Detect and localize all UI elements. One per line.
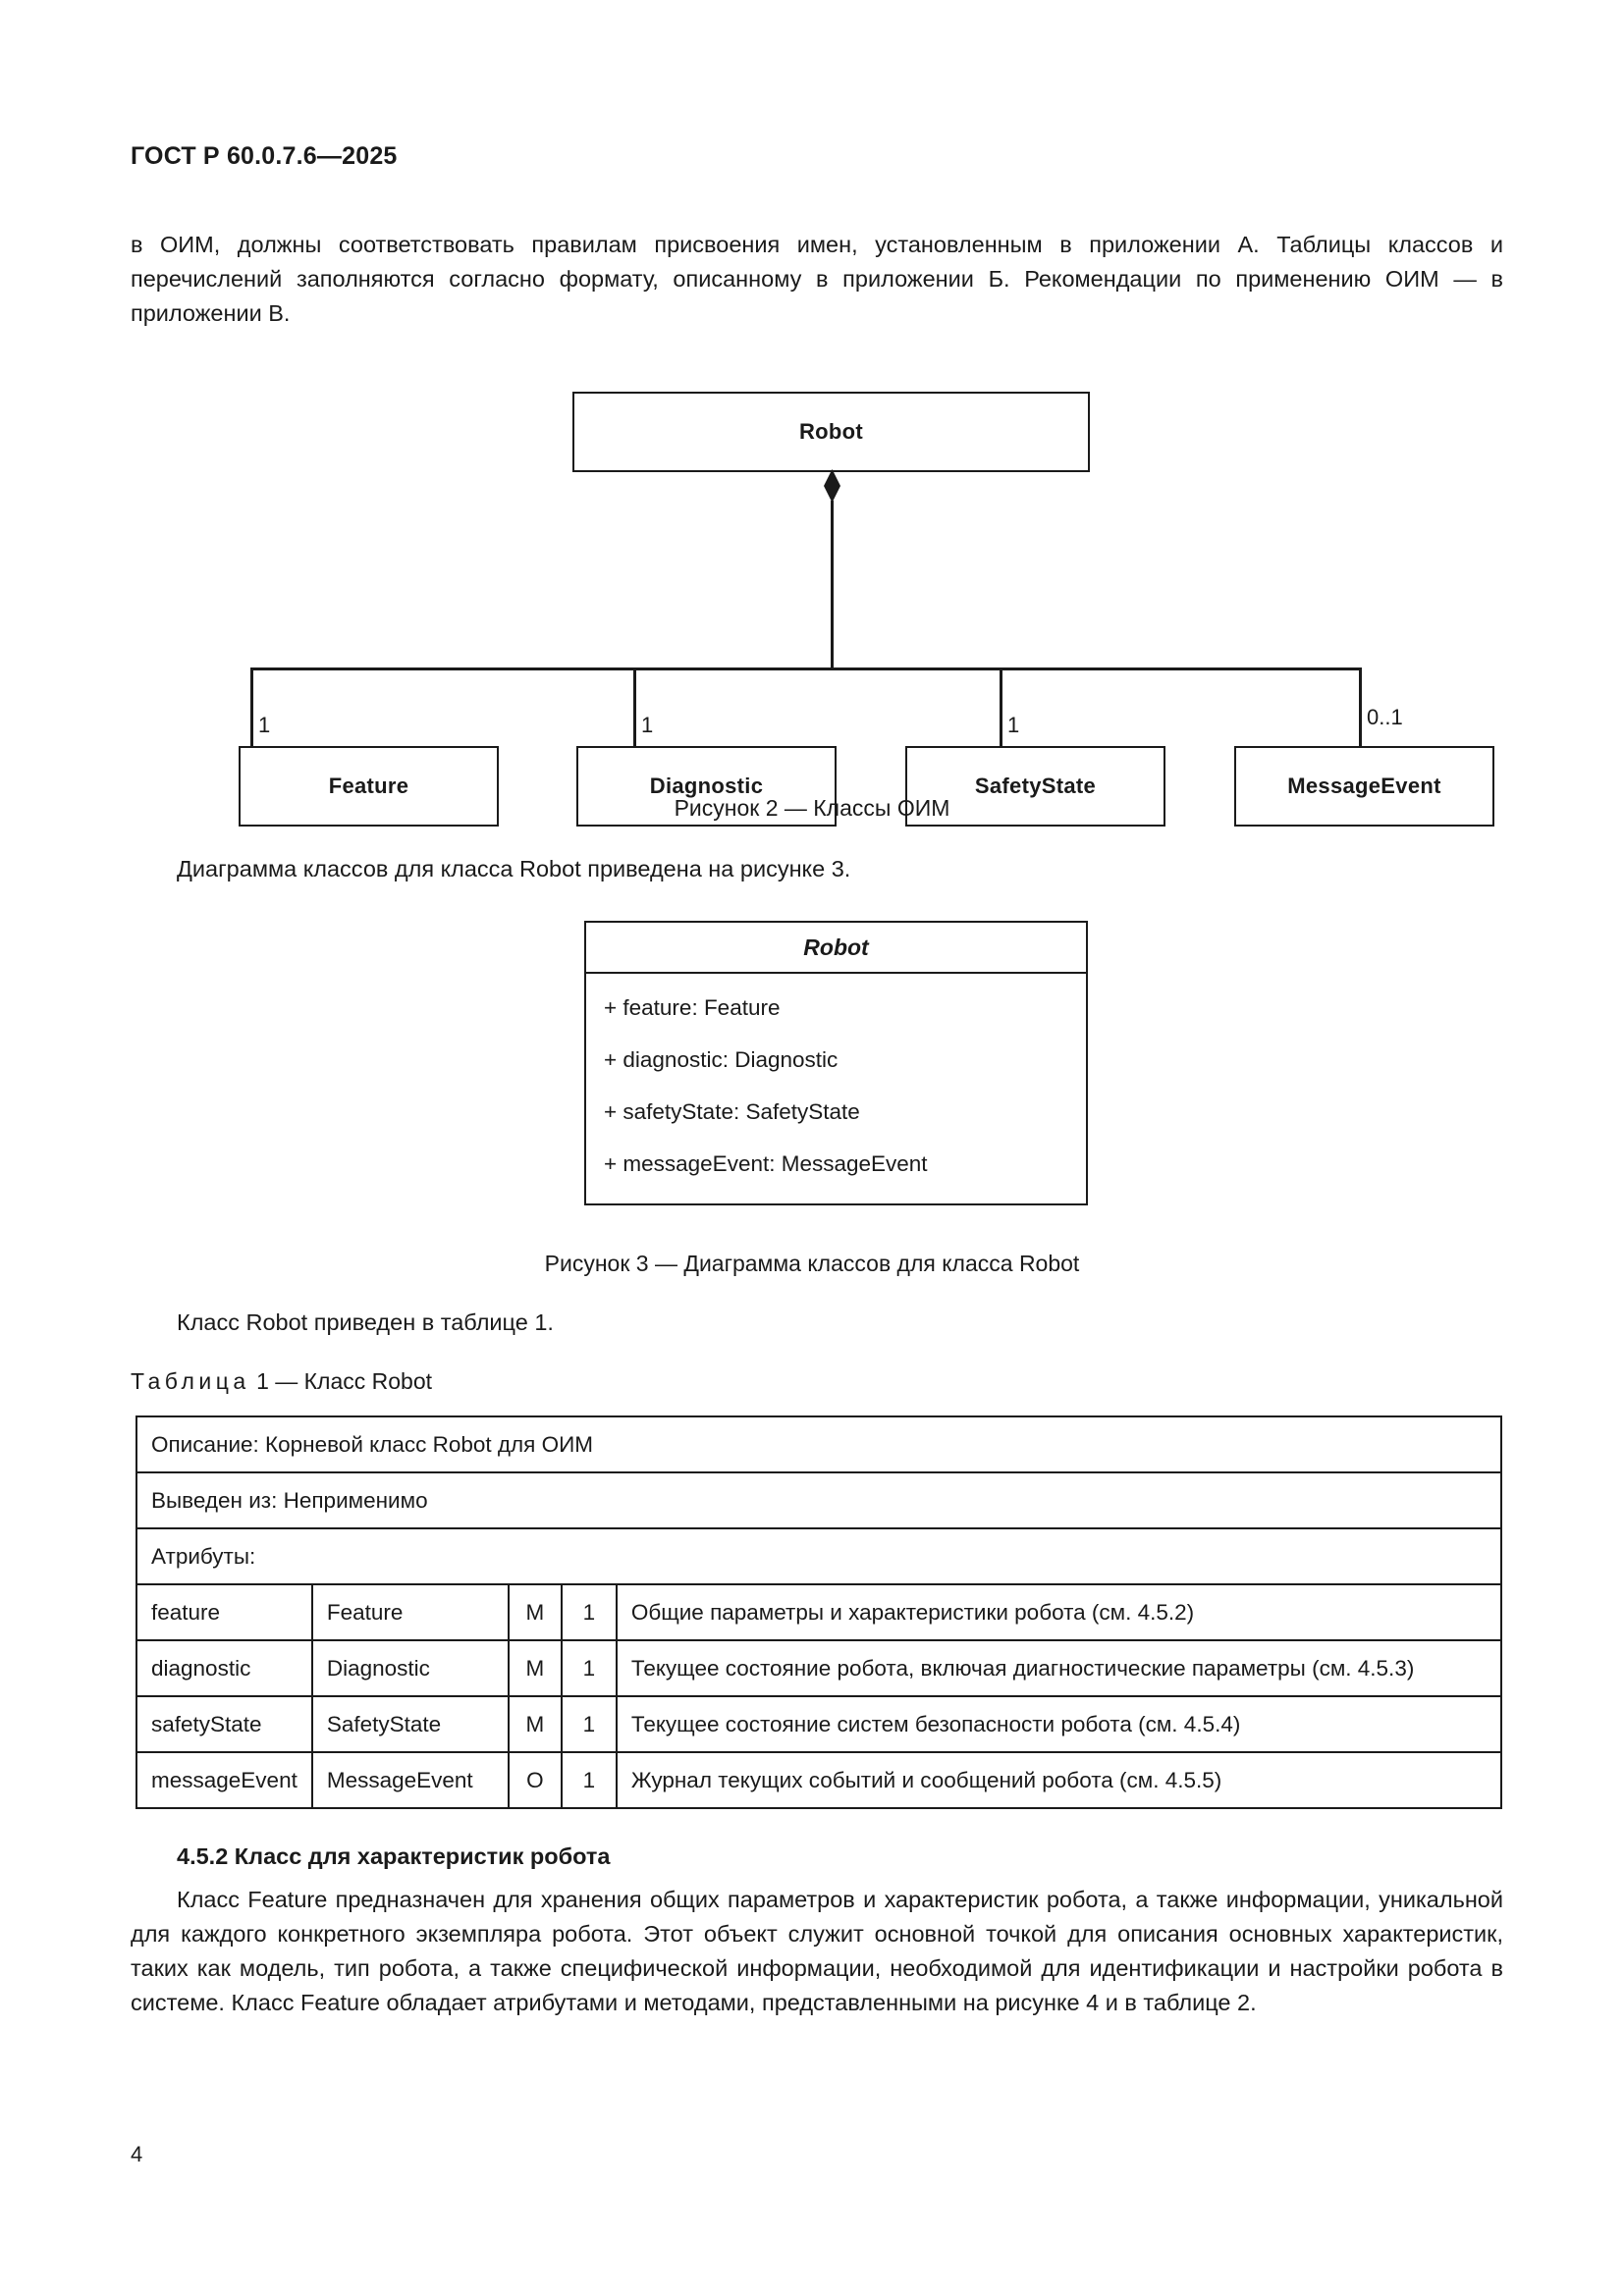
figure-3-caption: Рисунок 3 — Диаграмма классов для класса… (544, 1251, 1080, 1276)
multiplicity-feature: 1 (258, 713, 271, 737)
table-cell-attr-name: safetyState (135, 1695, 313, 1753)
table-row: messageEvent MessageEvent O 1 Журнал тек… (135, 1751, 1503, 1809)
table-cell-attr-multiplicity: 1 (560, 1695, 618, 1753)
table-row: diagnostic Diagnostic M 1 Текущее состоя… (135, 1639, 1503, 1697)
table-row: feature Feature M 1 Общие параметры и ха… (135, 1583, 1503, 1641)
uml-attribute-item: + messageEvent: MessageEvent (604, 1151, 928, 1176)
table-row-attributes-header: Атрибуты: (135, 1527, 1502, 1585)
table-cell-attr-description: Общие параметры и характеристики робота … (615, 1583, 1503, 1641)
table-cell-attr-type: SafetyState (310, 1695, 510, 1753)
connector-drop-messageevent (1359, 667, 1362, 748)
page-number: 4 (131, 2142, 143, 2166)
multiplicity-messageevent: 0..1 (1367, 705, 1403, 729)
diagram-node-safetystate-label: SafetyState (974, 774, 1097, 798)
multiplicity-safetystate: 1 (1007, 713, 1020, 737)
table-cell-attr-mo: M (507, 1695, 563, 1753)
connector-drop-feature (250, 667, 253, 748)
intro-paragraph: в ОИМ, должны соответствовать правилам п… (131, 232, 1503, 326)
table-cell-attr-multiplicity: 1 (560, 1639, 618, 1697)
diagram-node-diagnostic-label: Diagnostic (649, 774, 764, 798)
table-cell-attr-name: feature (135, 1583, 313, 1641)
document-header: ГОСТ Р 60.0.7.6—2025 (131, 142, 398, 170)
uml-attribute-item: + feature: Feature (604, 995, 781, 1020)
table-row-description: Описание: Корневой класс Robot для ОИМ (135, 1415, 1502, 1473)
connector-trunk (831, 501, 834, 669)
table-cell-attr-name: diagnostic (135, 1639, 313, 1697)
table-cell-attr-mo: M (507, 1639, 563, 1697)
table-cell-attr-description: Журнал текущих событий и сообщений робот… (615, 1751, 1503, 1809)
table-cell-attr-mo: O (507, 1751, 563, 1809)
table-cell-attr-mo: M (507, 1583, 563, 1641)
diagram-node-robot: Robot (572, 392, 1090, 472)
table-row-derived: Выведен из: Неприменимо (135, 1471, 1502, 1529)
figure-2-diagram: Robot 1 1 1 0..1 Feature Diagnostic Safe… (0, 383, 1624, 827)
uml-attribute-item: + safetyState: SafetyState (604, 1099, 860, 1124)
section-paragraph-4-5-2: Класс Feature предназначен для хранения … (131, 1887, 1503, 2015)
table-1-class-robot: Описание: Корневой класс Robot для ОИМ В… (135, 1415, 1503, 1809)
figure-3-uml-class-box: Robot + feature: Feature + diagnostic: D… (584, 921, 1088, 1205)
table-cell-attr-type: MessageEvent (310, 1751, 510, 1809)
table-1-label: Таблица 1 — Класс Robot (131, 1368, 432, 1395)
diagram-node-robot-label: Robot (798, 419, 864, 444)
diagram-node-diagnostic: Diagnostic (576, 746, 837, 827)
uml-attribute-item: + diagnostic: Diagnostic (604, 1047, 839, 1072)
table-cell-attributes-header: Атрибуты: (135, 1527, 1502, 1585)
table-cell-attr-description: Текущее состояние робота, включая диагно… (615, 1639, 1503, 1697)
connector-bus (250, 667, 1361, 670)
uml-class-title: Robot (586, 923, 1086, 974)
table-cell-attr-description: Текущее состояние систем безопасности ро… (615, 1695, 1503, 1753)
multiplicity-diagnostic: 1 (641, 713, 654, 737)
table-row: safetyState SafetyState M 1 Текущее сост… (135, 1695, 1503, 1753)
table-cell-attr-type: Feature (310, 1583, 510, 1641)
connector-drop-safetystate (1000, 667, 1002, 748)
composition-diamond-icon (824, 469, 840, 503)
diagram-node-feature-label: Feature (328, 774, 409, 798)
table-cell-description: Описание: Корневой класс Robot для ОИМ (135, 1415, 1502, 1473)
uml-attribute-list: + feature: Feature + diagnostic: Diagnos… (586, 974, 1086, 1177)
paragraph-after-figure-2: Диаграмма классов для класса Robot приве… (177, 856, 851, 881)
table-label-prefix: Таблица (131, 1368, 250, 1394)
diagram-node-messageevent: MessageEvent (1234, 746, 1494, 827)
connector-drop-diagnostic (633, 667, 636, 748)
table-label-rest: 1 — Класс Robot (249, 1368, 433, 1394)
table-cell-attr-multiplicity: 1 (560, 1751, 618, 1809)
table-cell-derived: Выведен из: Неприменимо (135, 1471, 1502, 1529)
section-heading-4-5-2: 4.5.2 Класс для характеристик робота (177, 1843, 611, 1869)
table-cell-attr-name: messageEvent (135, 1751, 313, 1809)
diagram-node-messageevent-label: MessageEvent (1287, 774, 1441, 798)
table-cell-attr-multiplicity: 1 (560, 1583, 618, 1641)
paragraph-before-table: Класс Robot приведен в таблице 1. (177, 1309, 554, 1335)
diagram-node-safetystate: SafetyState (905, 746, 1165, 827)
table-cell-attr-type: Diagnostic (310, 1639, 510, 1697)
diagram-node-feature: Feature (239, 746, 499, 827)
figure-2-caption: Рисунок 2 — Классы ОИМ (674, 795, 950, 821)
